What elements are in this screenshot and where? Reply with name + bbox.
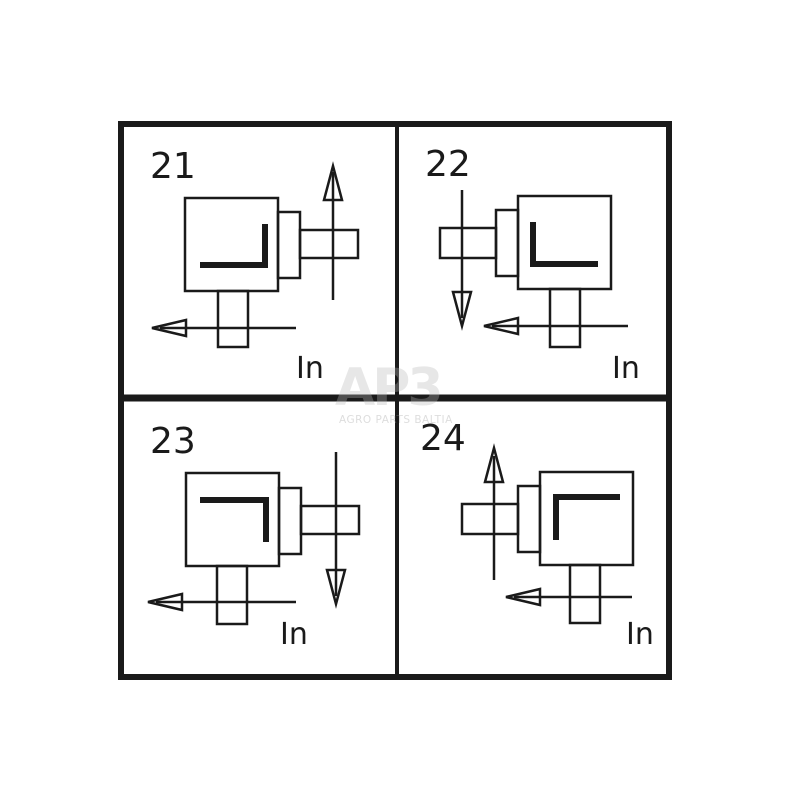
input-label: In <box>612 351 640 386</box>
input-flange <box>277 486 303 556</box>
arrow-head-up <box>483 443 505 484</box>
panel-21: 21 In <box>150 146 360 386</box>
bevel-gear-symbol <box>200 224 268 268</box>
input-flange <box>494 208 520 278</box>
panel-number: 22 <box>425 144 471 185</box>
input-label: In <box>296 351 324 386</box>
panel-23: 23 In <box>147 421 361 652</box>
output-shaft <box>216 289 250 349</box>
panel-number: 23 <box>150 421 196 462</box>
input-label: In <box>626 617 654 652</box>
panel-24: 24 In <box>420 418 654 652</box>
panel-number: 21 <box>150 146 196 187</box>
output-shaft <box>215 564 249 626</box>
bevel-gear-symbol <box>530 222 598 267</box>
arrow-head-down <box>451 290 473 331</box>
arrow-head-left <box>147 592 184 612</box>
input-label: In <box>280 617 308 652</box>
input-shaft <box>299 504 361 536</box>
arrow-head-left <box>483 316 520 336</box>
bevel-gear-symbol <box>553 494 620 540</box>
arrow-head-left <box>505 587 542 607</box>
input-flange <box>516 484 542 554</box>
arrow-head-down <box>325 568 347 609</box>
input-shaft <box>460 502 520 536</box>
input-flange <box>276 210 302 280</box>
input-shaft <box>438 226 498 260</box>
output-shaft <box>568 563 602 625</box>
input-shaft <box>298 228 360 260</box>
bevel-gear-symbol <box>200 497 269 542</box>
arrow-head-left <box>151 318 188 338</box>
arrow-head-up <box>322 161 344 202</box>
panel-22: 22 In <box>425 144 640 386</box>
panel-number: 24 <box>420 418 466 459</box>
output-shaft <box>548 287 582 349</box>
